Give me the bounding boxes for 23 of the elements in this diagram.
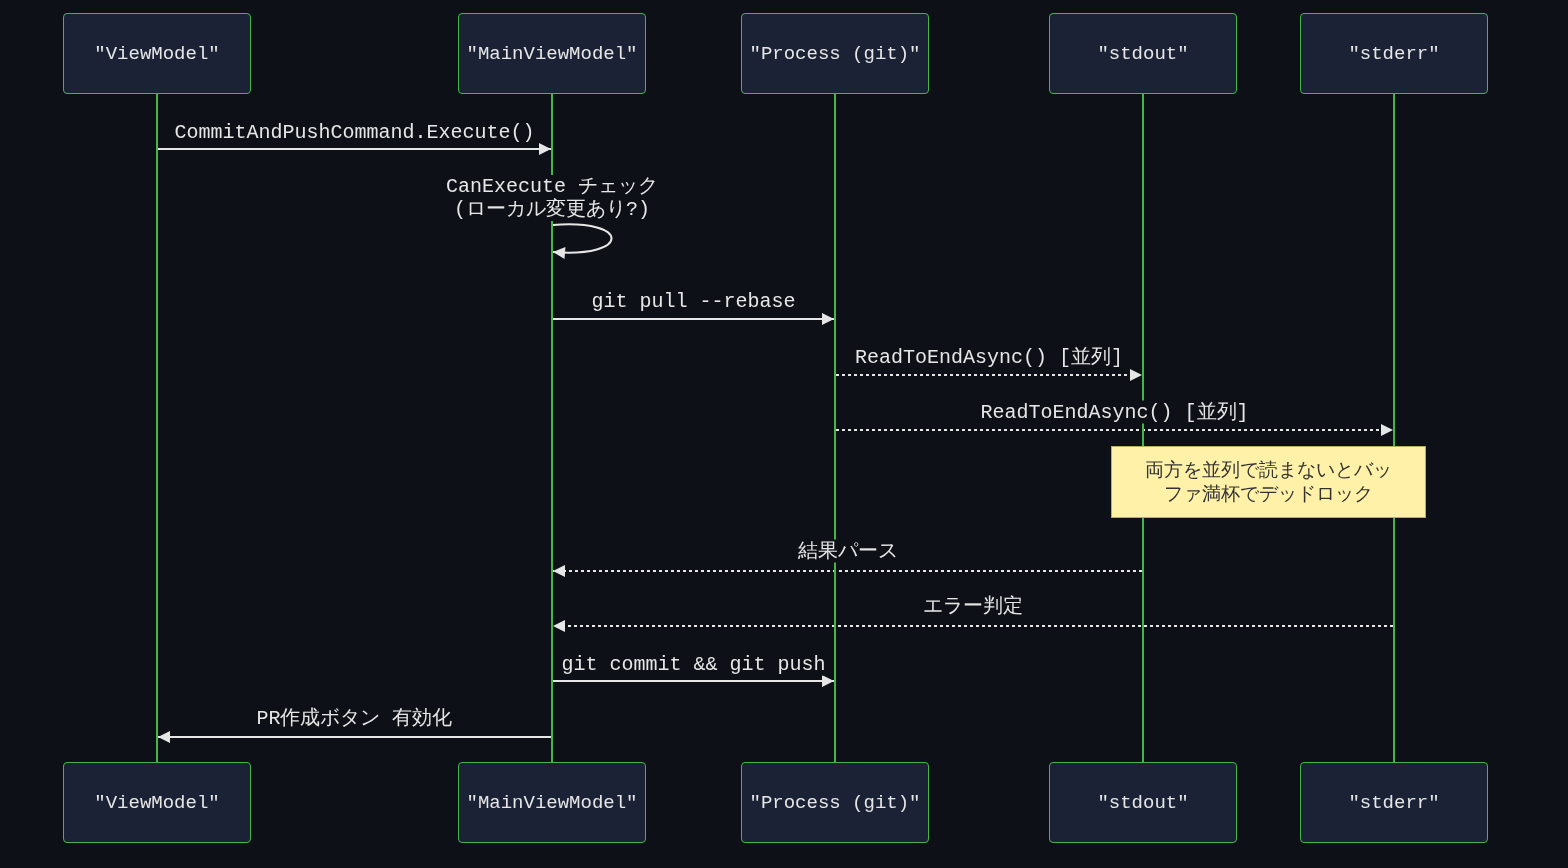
lifeline bbox=[834, 94, 836, 762]
participant-box: "stdout" bbox=[1049, 13, 1237, 94]
message-arrow bbox=[552, 620, 1394, 632]
participant-box: "stdout" bbox=[1049, 762, 1237, 843]
note-box: 両方を並列で読まないとバッファ満杯でデッドロック bbox=[1111, 446, 1426, 518]
lifeline bbox=[551, 94, 553, 762]
participant-box: "ViewModel" bbox=[63, 762, 251, 843]
participant-box: "stderr" bbox=[1300, 762, 1488, 843]
participant-box: "Process (git)" bbox=[741, 13, 929, 94]
participant-box: "Process (git)" bbox=[741, 762, 929, 843]
participant-box: "ViewModel" bbox=[63, 13, 251, 94]
participant-box: "MainViewModel" bbox=[458, 13, 646, 94]
message-arrow bbox=[835, 424, 1394, 436]
message-arrow bbox=[157, 731, 552, 743]
self-message-arrow bbox=[552, 223, 613, 259]
message-arrow bbox=[552, 313, 835, 325]
message-arrow bbox=[552, 565, 1143, 577]
message-arrow bbox=[552, 675, 835, 687]
message-arrow bbox=[157, 143, 552, 155]
message-arrow bbox=[835, 369, 1143, 381]
lifeline bbox=[156, 94, 158, 762]
participant-box: "stderr" bbox=[1300, 13, 1488, 94]
participant-box: "MainViewModel" bbox=[458, 762, 646, 843]
